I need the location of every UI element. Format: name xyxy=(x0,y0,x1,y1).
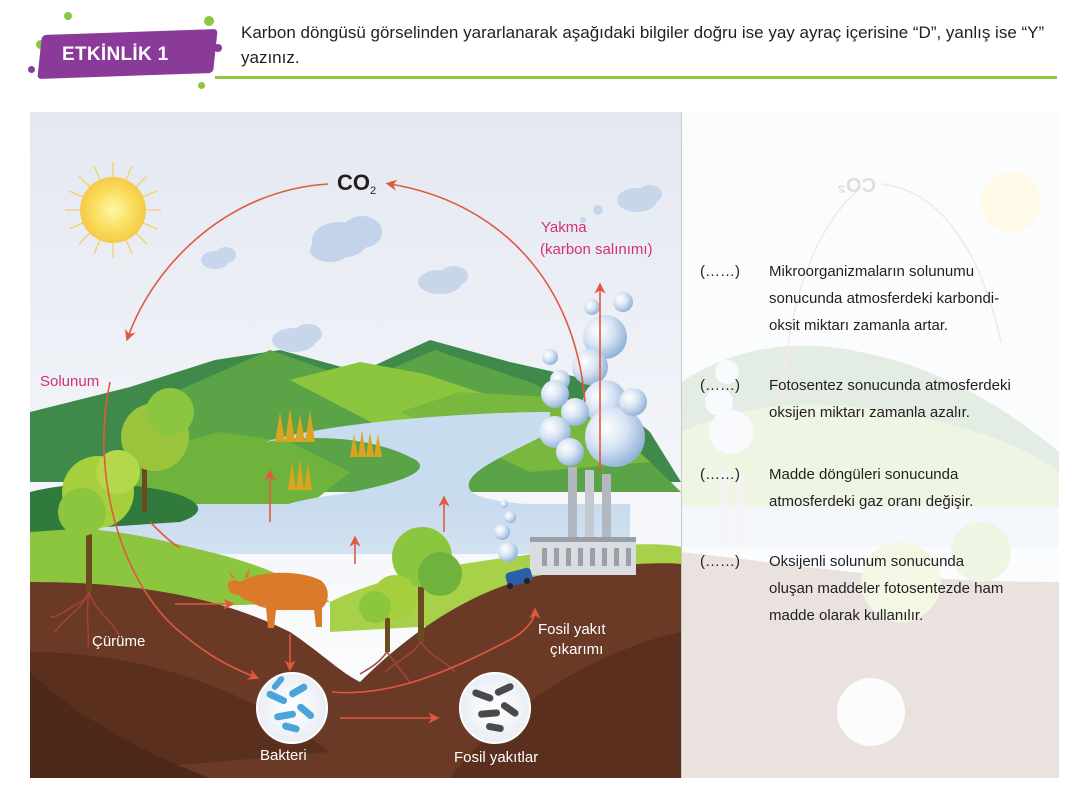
statement-line: madde olarak kullanılır. xyxy=(769,607,924,624)
bakteri-label: Bakteri xyxy=(260,747,307,764)
statement-line: oksijen miktarı zamanla azalır. xyxy=(769,404,970,421)
fossil-fuels-circle xyxy=(459,672,531,744)
tree-left xyxy=(58,388,194,592)
cloud-icon xyxy=(201,247,236,269)
statement-line: Fotosentez sonucunda atmosferdeki xyxy=(769,377,1011,394)
tree-center xyxy=(359,527,462,652)
yakma-label: Yakma xyxy=(541,219,587,236)
badge-label: ETKİNLİK 1 xyxy=(62,44,169,65)
carbon-cycle-illustration: CO 2 Yakma (karbon salınımı) Solunum Çür… xyxy=(30,112,681,778)
solunum-label: Solunum xyxy=(40,373,99,390)
roots xyxy=(49,591,456,683)
karbon-salinimi-label: (karbon salınımı) xyxy=(540,241,653,258)
panel-divider xyxy=(681,112,682,778)
co2-label: CO xyxy=(337,170,370,195)
statement-line: oksit miktarı zamanla artar. xyxy=(769,317,949,334)
activity-badge: ETKİNLİK 1 xyxy=(28,10,228,90)
statement-line: Oksijenli solunum sonucunda xyxy=(769,553,965,570)
sun-icon xyxy=(65,162,161,258)
header-divider xyxy=(215,76,1057,79)
answer-blank[interactable]: (……) xyxy=(700,466,740,483)
cloud-icon xyxy=(617,185,662,212)
fosil-yakit-cikarimi-label-2: çıkarımı xyxy=(550,641,603,658)
instruction-text: Karbon döngüsü görselinden yararlanarak … xyxy=(241,23,1045,67)
factory xyxy=(530,467,636,575)
statement-line: Mikroorganizmaların solunumu xyxy=(769,263,975,280)
river xyxy=(265,412,630,517)
crops xyxy=(275,408,382,490)
cycle-arrows xyxy=(103,179,606,724)
bacteria-circle xyxy=(256,672,328,744)
co2-subscript: 2 xyxy=(370,185,376,197)
statement-line: sonucunda atmosferdeki karbondi- xyxy=(769,290,1000,307)
faded-illustration-background: CO₂ xyxy=(681,112,1059,778)
mirrored-co2-label: CO₂ xyxy=(837,175,876,197)
statement-line: oluşan maddeler fotosentezde ham xyxy=(769,580,1004,597)
fosil-yakit-cikarimi-label-1: Fosil yakıt xyxy=(538,621,606,638)
car-icon xyxy=(505,567,533,589)
statement-line: Madde döngüleri sonucunda xyxy=(769,466,959,483)
fosil-yakitlar-label: Fosil yakıtlar xyxy=(454,749,538,766)
cloud-icon xyxy=(310,216,382,262)
answer-blank[interactable]: (……) xyxy=(700,377,740,394)
answer-blank[interactable]: (……) xyxy=(700,263,740,280)
cloud-icon xyxy=(418,266,468,294)
statement-line: atmosferdeki gaz oranı değişir. xyxy=(769,493,974,510)
cloud-icon xyxy=(272,324,322,352)
answer-blank[interactable]: (……) xyxy=(700,553,740,570)
curume-label: Çürüme xyxy=(92,633,145,650)
cow-icon xyxy=(227,568,328,628)
